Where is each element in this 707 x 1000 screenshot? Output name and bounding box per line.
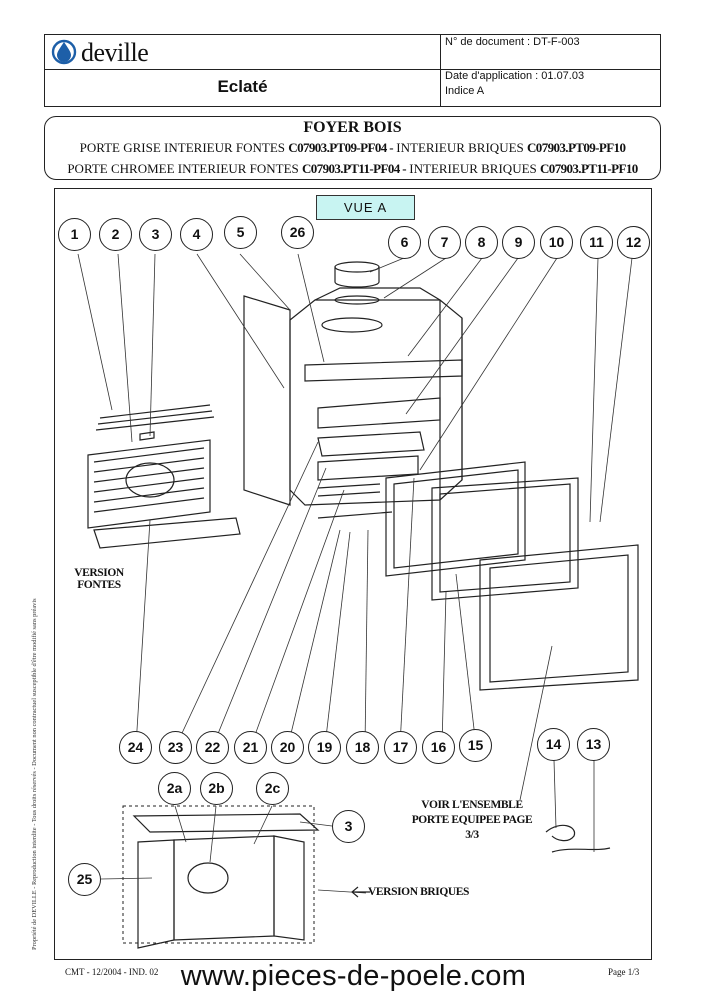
firebox-top <box>314 287 441 301</box>
footer-reference: CMT - 12/2004 - IND. 02 <box>65 967 159 977</box>
callout-24: 24 <box>119 731 152 764</box>
callout-19: 19 <box>308 731 341 764</box>
callout-1: 1 <box>58 218 91 251</box>
firebox-back-panel <box>243 295 291 506</box>
callout-12: 12 <box>617 226 650 259</box>
version-fontes-label: VERSION FONTES <box>74 567 124 591</box>
flue-collar <box>334 267 380 288</box>
callout-9: 9 <box>502 226 535 259</box>
callout-8: 8 <box>465 226 498 259</box>
drawing-frame <box>54 188 652 960</box>
page-number: Page 1/3 <box>608 967 640 977</box>
callout-17: 17 <box>384 731 417 764</box>
callout-23: 23 <box>159 731 192 764</box>
door-frame <box>385 461 526 577</box>
firebox-body <box>289 299 463 506</box>
application-date: Date d'application : 01.07.03 <box>445 70 585 82</box>
document-header: deville Eclaté N° de document : DT-F-003… <box>44 34 661 107</box>
header-divider <box>440 35 441 106</box>
callout-7: 7 <box>428 226 461 259</box>
glass-door <box>479 544 639 691</box>
callout-22: 22 <box>196 731 229 764</box>
product-line-chrome: PORTE CHROMEE INTERIEUR FONTES C07903.PT… <box>67 161 638 176</box>
callout-2b: 2b <box>200 772 233 805</box>
product-line-grey: PORTE GRISE INTERIEUR FONTES C07903.PT09… <box>79 140 626 155</box>
flue-collar-top <box>334 261 380 273</box>
ash-tray <box>317 431 425 457</box>
page-title: Eclaté <box>217 77 268 96</box>
upper-bar <box>304 359 463 382</box>
cast-back-plate <box>87 439 211 529</box>
cast-medallion <box>125 462 175 498</box>
voir-ensemble-label: VOIR L'ENSEMBLE PORTE EQUIPEE PAGE 3/3 <box>411 799 533 841</box>
cast-base <box>93 517 241 549</box>
callout-14: 14 <box>537 728 570 761</box>
callout-20: 20 <box>271 731 304 764</box>
handle-part <box>551 847 611 853</box>
callout-5: 5 <box>224 216 257 249</box>
callout-6: 6 <box>388 226 421 259</box>
brick-back <box>173 835 275 941</box>
cast-top-rails <box>95 404 215 431</box>
cast-back-lines <box>93 447 205 513</box>
callout-2a: 2a <box>158 772 191 805</box>
door-rim <box>431 477 579 601</box>
product-title-box: FOYER BOIS PORTE GRISE INTERIEUR FONTES … <box>44 116 661 180</box>
product-title: FOYER BOIS <box>303 119 402 136</box>
cast-bracket <box>139 431 155 441</box>
brand-name: deville <box>81 38 149 67</box>
callout-4: 4 <box>180 218 213 251</box>
drop-logo-icon <box>51 39 77 65</box>
website-watermark: www.pieces-de-poele.com <box>180 960 527 992</box>
brick-right <box>273 835 305 941</box>
glass-door-inner <box>489 554 629 683</box>
header-divider <box>45 69 660 70</box>
callout-18: 18 <box>346 731 379 764</box>
log-bars <box>317 483 381 497</box>
brand-logo: deville <box>51 37 181 67</box>
baffle <box>317 397 441 429</box>
callout-13: 13 <box>577 728 610 761</box>
flue-gasket <box>334 295 380 305</box>
brick-version-box <box>122 805 315 944</box>
callout-16: 16 <box>422 731 455 764</box>
callout-15: 15 <box>459 729 492 762</box>
view-label: VUE A <box>316 195 415 220</box>
callout-25: 25 <box>68 863 101 896</box>
flue-hole <box>321 317 383 333</box>
callout-3: 3 <box>139 218 172 251</box>
brick-medallion <box>187 862 229 894</box>
brick-left <box>137 839 175 949</box>
callout-10: 10 <box>540 226 573 259</box>
callout-3-briques: 3 <box>332 810 365 843</box>
door-hinge-bar <box>317 511 393 519</box>
callout-2: 2 <box>99 218 132 251</box>
callout-26: 26 <box>281 216 314 249</box>
door-rim-inner <box>439 483 571 593</box>
brick-top <box>132 813 320 833</box>
callout-2c: 2c <box>256 772 289 805</box>
arrow-left-icon <box>351 886 370 898</box>
doc-number: N° de document : DT-F-003 <box>445 36 580 48</box>
callout-11: 11 <box>580 226 613 259</box>
version-briques-label: VERSION BRIQUES <box>368 886 470 898</box>
spring-part <box>545 824 576 842</box>
door-frame-inner <box>393 469 519 569</box>
callout-21: 21 <box>234 731 267 764</box>
revision-index: Indice A <box>445 85 485 97</box>
